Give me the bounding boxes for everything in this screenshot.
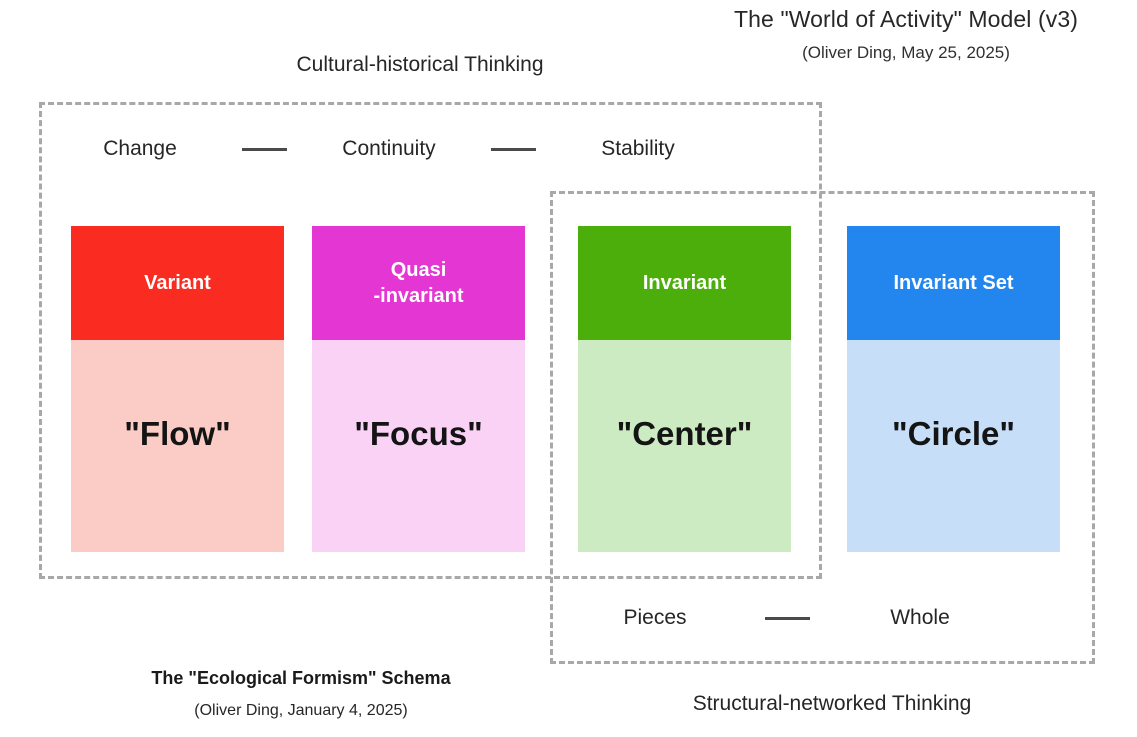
card-top-label: Invariant (578, 226, 791, 340)
axis-connector-dash (242, 147, 287, 151)
concept-card: Invariant Set "Circle" (847, 226, 1060, 552)
card-bottom-label: "Focus" (312, 340, 525, 552)
caption-structural-networked-thinking: Structural-networked Thinking (692, 692, 972, 715)
card-top-label: Quasi -invariant (312, 226, 525, 340)
schema-subtitle: (Oliver Ding, January 4, 2025) (194, 702, 408, 719)
card-top-label: Variant (71, 226, 284, 340)
card-top-label: Invariant Set (847, 226, 1060, 340)
card-bottom-label: "Circle" (847, 340, 1060, 552)
axis-label-whole: Whole (890, 606, 950, 629)
card-bottom-label: "Flow" (71, 340, 284, 552)
dashed-box-cultural-historical (39, 102, 822, 579)
axis-row-pieces-whole: Pieces Whole (580, 606, 1040, 630)
card-bottom-label: "Center" (578, 340, 791, 552)
axis-connector-dash (765, 616, 810, 620)
axis-label-pieces: Pieces (623, 606, 687, 629)
concept-card: Invariant "Center" (578, 226, 791, 552)
concept-card: Variant "Flow" (71, 226, 284, 552)
model-title: The "World of Activity" Model (v3) (734, 6, 1078, 32)
caption-cultural-historical-thinking: Cultural-historical Thinking (296, 53, 544, 76)
axis-label-stability: Stability (601, 137, 675, 160)
schema-title: The "Ecological Formism" Schema (151, 668, 451, 688)
axis-label-change: Change (103, 137, 177, 160)
model-subtitle: (Oliver Ding, May 25, 2025) (802, 43, 1010, 62)
concept-card: Quasi -invariant "Focus" (312, 226, 525, 552)
axis-label-continuity: Continuity (342, 137, 436, 160)
dashed-box-structural-networked (550, 191, 1095, 664)
axis-connector-dash (491, 147, 536, 151)
axis-row-change-stability: Change Continuity Stability (60, 137, 800, 161)
